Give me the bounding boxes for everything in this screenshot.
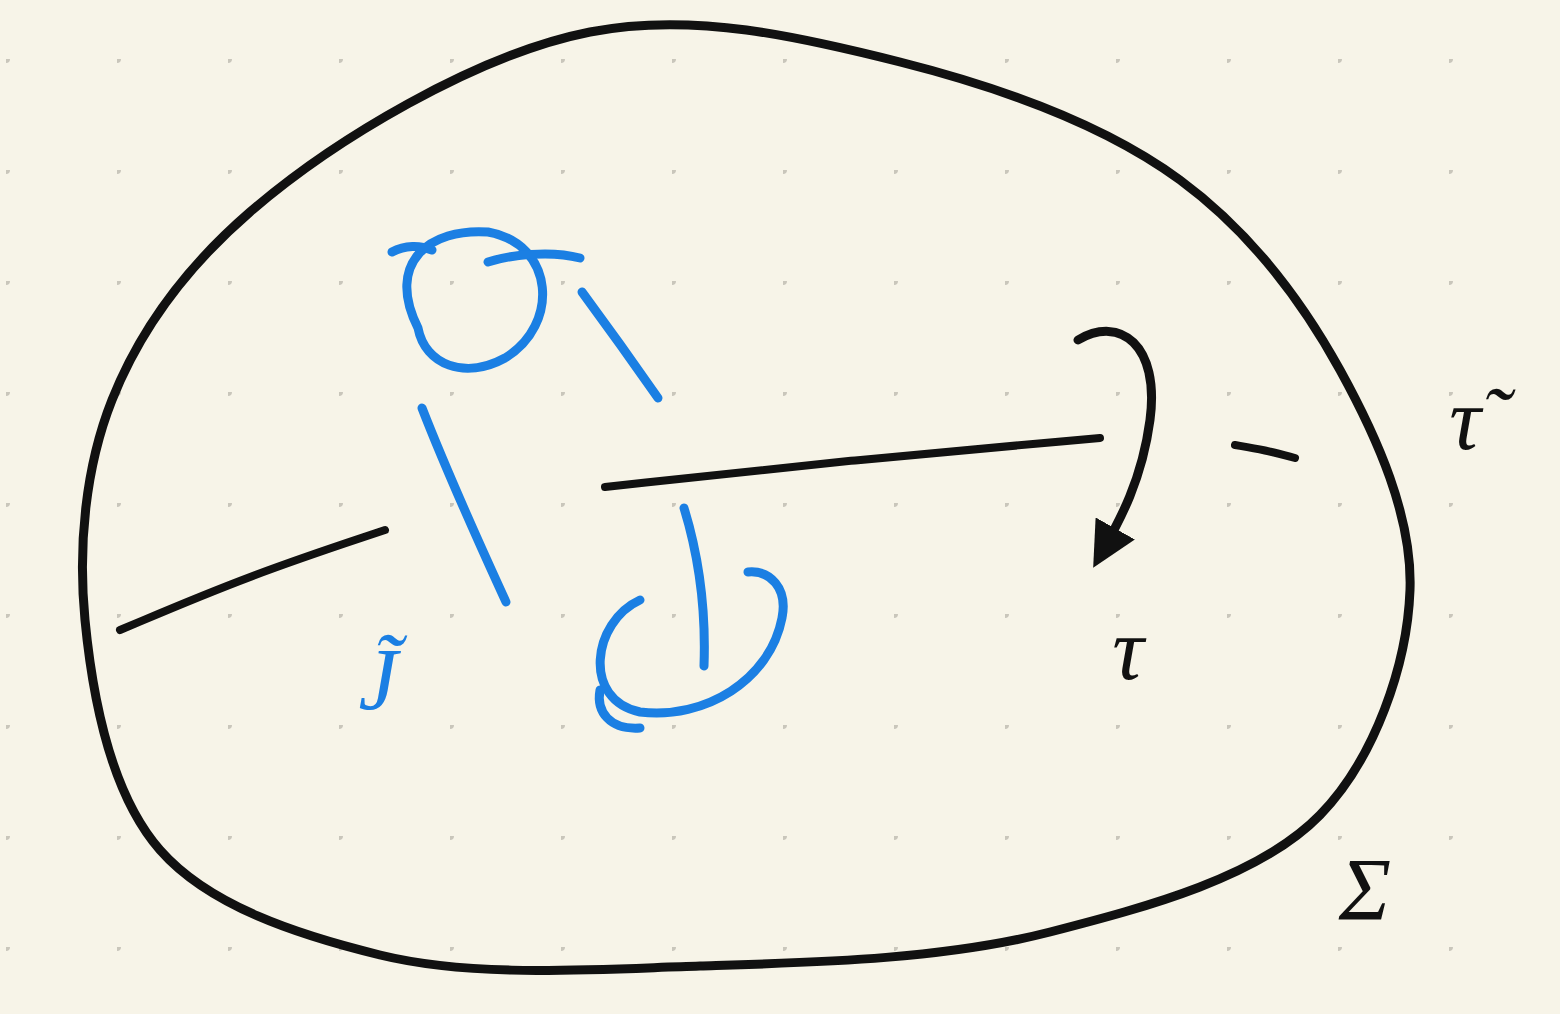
arc-segment [1235, 445, 1295, 458]
knot-strand [392, 246, 432, 252]
knot-strand [684, 508, 704, 666]
knot-strand [600, 572, 783, 713]
surface-outline [82, 25, 1410, 971]
surface-label: Σ [1339, 846, 1391, 934]
arc-segment [120, 530, 385, 630]
knot-strand [488, 254, 580, 262]
knot-strand [422, 408, 506, 602]
arc-segment [605, 438, 1100, 487]
knot-strand [582, 292, 658, 398]
knot-strand [599, 690, 640, 728]
twist-label: τ [1112, 606, 1144, 694]
boundary-label: τ̃ [1449, 376, 1481, 464]
twist-arrow [1078, 331, 1152, 552]
knot-label: J̃ [358, 636, 397, 724]
